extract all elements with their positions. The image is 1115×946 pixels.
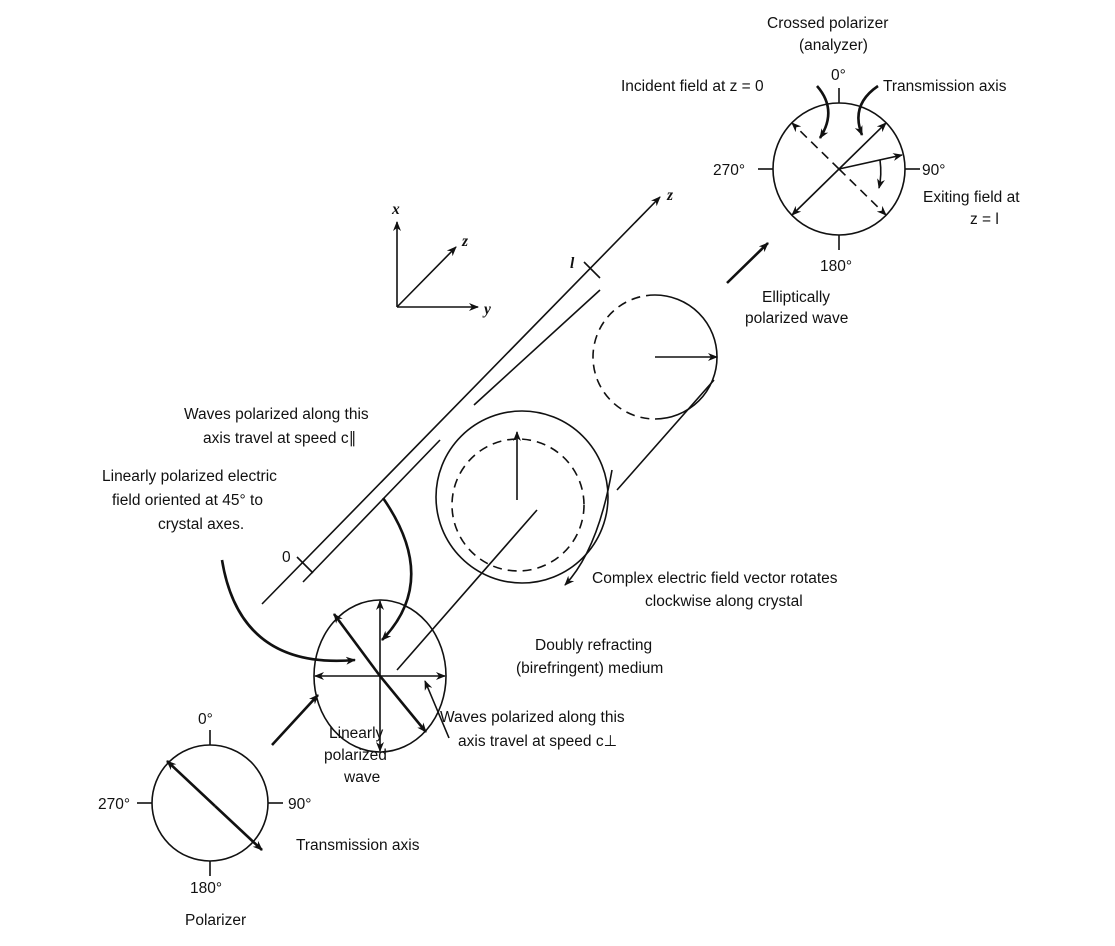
- polarizer-0-label: 0°: [198, 711, 213, 728]
- medium-label-1: Doubly refracting: [535, 637, 652, 654]
- perp-wave-label-2: axis travel at speed c⊥: [458, 733, 617, 750]
- exiting-field-label-1: Exiting field at: [923, 189, 1020, 206]
- analyzer-180-label: 180°: [820, 258, 852, 275]
- analyzer-270-label: 270°: [713, 162, 745, 179]
- rotation-label-1: Complex electric field vector rotates: [592, 570, 838, 587]
- linear-field-label-2: field oriented at 45° to: [112, 492, 263, 509]
- analyzer-0-label: 0°: [831, 67, 846, 84]
- polarizer-circle: 0° 90° 180° 270° Transmission axis Polar…: [98, 711, 420, 929]
- polarizer-180-label: 180°: [190, 880, 222, 897]
- exiting-field-label-2: z = l: [970, 211, 999, 228]
- z-axis-label: z: [666, 187, 673, 204]
- crystal-tube: [302, 289, 718, 671]
- tick-zero-label: 0: [282, 549, 291, 566]
- elliptical-label-2: polarized wave: [745, 310, 848, 327]
- analyzer-circle: Crossed polarizer (analyzer) 0° 90° 180°…: [621, 15, 1020, 275]
- axis-y-label: y: [482, 301, 491, 318]
- linear-field-label-3: crystal axes.: [158, 516, 244, 533]
- linear-wave-label-3: wave: [343, 769, 380, 786]
- incident-field-label: Incident field at z = 0: [621, 78, 764, 95]
- linear-wave-label-2: polarized: [324, 747, 387, 764]
- axis-x-label: x: [391, 201, 400, 218]
- analyzer-title-2: (analyzer): [799, 37, 868, 54]
- polarizer-270-label: 270°: [98, 796, 130, 813]
- transmission-axis-label: Transmission axis: [883, 78, 1007, 95]
- tick-l-label: l: [570, 255, 575, 272]
- linear-wave-circle: [220, 497, 450, 753]
- parallel-wave-label-1: Waves polarized along this: [184, 406, 369, 423]
- polarizer-label: Polarizer: [185, 912, 246, 929]
- arrow-into-crystal: [271, 694, 319, 746]
- arrow-out-of-crystal: [726, 242, 769, 284]
- polarizer-90-label: 90°: [288, 796, 311, 813]
- analyzer-title-1: Crossed polarizer: [767, 15, 888, 32]
- propagation-axis: z 0 l: [261, 187, 673, 605]
- perp-wave-label-1: Waves polarized along this: [440, 709, 625, 726]
- elliptical-label-1: Elliptically: [762, 289, 830, 306]
- linear-field-label-1: Linearly polarized electric: [102, 468, 277, 485]
- axis-z-label: z: [461, 233, 468, 250]
- linear-wave-label-1: Linearly: [329, 725, 384, 742]
- polarizer-transmission-label: Transmission axis: [296, 837, 420, 854]
- analyzer-90-label: 90°: [922, 162, 945, 179]
- medium-label-2: (birefringent) medium: [516, 660, 663, 677]
- rotation-label-2: clockwise along crystal: [645, 593, 803, 610]
- parallel-wave-label-2: axis travel at speed c∥: [203, 430, 356, 447]
- coordinate-axes: x y z: [391, 201, 491, 318]
